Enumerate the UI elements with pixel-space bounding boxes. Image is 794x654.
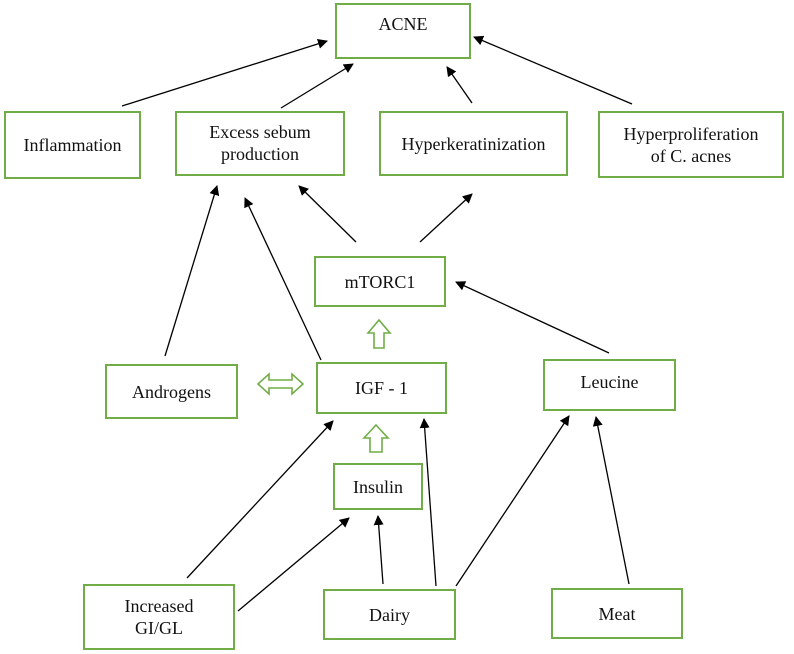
node-leucine-label: Leucine: [580, 372, 639, 392]
node-hyperproliferation-label-line1: Hyperproliferation: [623, 123, 759, 144]
arrow-mtorc1-to-sebum: [298, 185, 357, 243]
node-increased-label-line2: GI/GL: [134, 618, 183, 638]
arrow-dairy-to-igf1: [419, 418, 437, 587]
arrow-inflammation-to-acne: [121, 38, 328, 107]
node-acne-label: ACNE: [378, 14, 428, 34]
arrow-increased-to-igf1: [186, 420, 334, 579]
node-excess-sebum-label-line2: production: [220, 144, 299, 164]
node-increased-gi-gl: Increased GI/GL: [83, 584, 235, 650]
node-dairy: Dairy: [323, 589, 456, 640]
arrow-androgens-to-sebum: [164, 185, 220, 357]
node-androgens-label: Androgens: [132, 381, 211, 402]
arrow-leucine-to-mtorc1: [455, 281, 610, 354]
arrow-hyperprol-to-acne: [473, 35, 633, 105]
arrow-mtorc1-to-hyperker: [419, 193, 473, 243]
arrow-increased-to-insulin: [237, 517, 350, 612]
node-mtorc1: mTORC1: [314, 256, 446, 307]
node-insulin: Insulin: [333, 463, 423, 510]
block-arrow-androgens-igf1-double: [256, 372, 305, 396]
node-increased-label-line1: Increased: [124, 596, 194, 616]
node-inflammation-label: Inflammation: [23, 135, 122, 155]
node-hyperkeratinization-label: Hyperkeratinization: [401, 133, 546, 154]
arrow-dairy-to-insulin: [373, 515, 384, 585]
node-meat: Meat: [551, 588, 683, 639]
node-leucine: Leucine: [543, 359, 676, 411]
node-igf1-label: IGF - 1: [355, 378, 408, 398]
node-meat-label: Meat: [598, 603, 636, 624]
node-inflammation: Inflammation: [4, 111, 141, 179]
arrow-sebum-to-acne: [280, 63, 354, 109]
node-hyperproliferation: Hyperproliferation of C. acnes: [598, 111, 784, 178]
arrow-hyperker-to-acne: [446, 66, 473, 104]
node-hyperproliferation-label-line2: of C. acnes: [650, 145, 732, 166]
node-androgens: Androgens: [105, 364, 238, 419]
node-dairy-label: Dairy: [369, 604, 410, 625]
node-insulin-label: Insulin: [352, 476, 403, 497]
block-arrow-igf1-to-mtorc1: [366, 318, 392, 349]
node-mtorc1-label: mTORC1: [344, 271, 416, 292]
block-arrow-insulin-to-igf1: [362, 423, 390, 453]
node-excess-sebum-production: Excess sebum production: [175, 111, 345, 176]
arrow-dairy-to-leucine: [455, 415, 570, 587]
node-excess-sebum-label-line1: Excess sebum: [209, 122, 311, 142]
node-igf1: IGF - 1: [316, 362, 447, 414]
arrow-igf1-to-sebum: [244, 197, 322, 361]
node-hyperkeratinization: Hyperkeratinization: [379, 111, 568, 176]
arrow-meat-to-leucine: [592, 416, 630, 585]
node-acne: ACNE: [335, 3, 471, 59]
